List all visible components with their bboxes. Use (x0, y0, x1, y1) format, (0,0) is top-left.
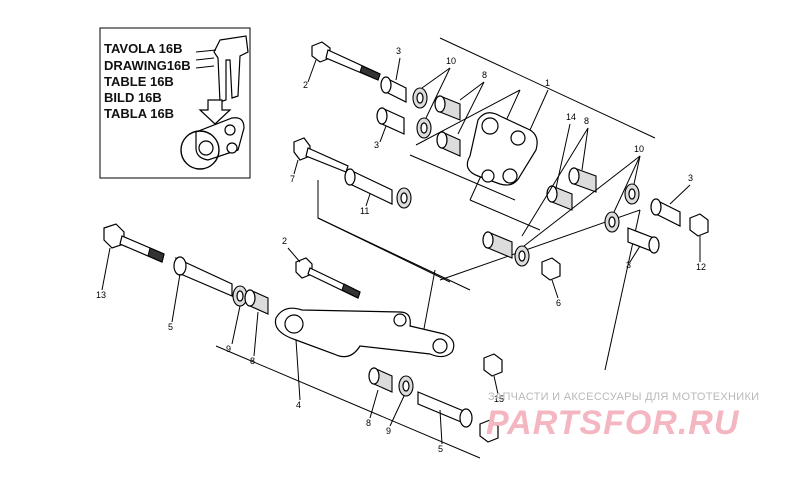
bearing-10-right-b (604, 211, 620, 233)
inset-reference-box: TAVOLA 16B DRAWING16B TABLE 16B BILD 16B… (99, 27, 251, 179)
inset-linkage-sketch (180, 117, 245, 170)
callout-3-right-low: 3 (626, 260, 631, 270)
spacer-5-lower (417, 391, 473, 428)
inset-line-1: TAVOLA 16B (104, 41, 183, 56)
bearing-10-top-a (412, 87, 428, 109)
bushing-14 (546, 185, 573, 211)
nut-lower (479, 419, 499, 443)
spacer-3-right-b (627, 227, 660, 254)
rocker-arm-1 (466, 112, 538, 186)
spacer-3-mid (376, 107, 405, 135)
link-rod-4 (274, 307, 455, 358)
bearing-9-lower (398, 375, 414, 397)
bushing-8-left (244, 289, 269, 315)
callout-12: 12 (696, 262, 706, 272)
callout-4: 4 (296, 400, 301, 410)
watermark-brand: PARTSFOR.RU (486, 404, 740, 442)
nut-6 (541, 257, 561, 281)
watermark: ЗАПЧАСТИ И АКСЕССУАРЫ ДЛЯ МОТОТЕХНИКИ PA… (486, 391, 759, 442)
bearing-10-top-b (416, 117, 432, 139)
bolt-13 (103, 223, 165, 263)
nut-15 (483, 353, 503, 377)
callout-10-right: 10 (634, 144, 644, 154)
callout-10-top: 10 (446, 56, 456, 66)
callout-8-top: 8 (482, 70, 487, 80)
bolt-2-lower (295, 257, 361, 299)
inset-swingarm-sketch (195, 35, 249, 103)
callout-8-lower: 8 (366, 418, 371, 428)
bearing-10-right-a (624, 183, 640, 205)
callout-3-top: 3 (396, 46, 401, 56)
callout-11: 11 (360, 206, 369, 216)
bushing-8-lower (368, 367, 393, 393)
spacer-5-left (173, 256, 233, 297)
callout-1: 1 (545, 78, 550, 88)
callout-2-top: 2 (303, 80, 308, 90)
callout-5-lower: 5 (438, 444, 443, 454)
inset-line-3: TABLE 16B (104, 74, 174, 89)
inset-arrow-icon (198, 99, 232, 125)
callout-14: 14 (566, 112, 576, 122)
callout-3-right-top: 3 (688, 173, 693, 183)
callout-13: 13 (96, 290, 106, 300)
spacer-11 (344, 168, 393, 205)
bushing-8-right-b (482, 231, 513, 259)
callout-7: 7 (290, 174, 295, 184)
callout-9-left: 9 (226, 344, 231, 354)
callouts: 1 2 2 3 3 3 3 4 5 5 6 7 8 8 (96, 46, 706, 454)
nut-12 (689, 213, 709, 237)
bolt-2-top (311, 41, 381, 81)
callout-6: 6 (556, 298, 561, 308)
bolt-7 (293, 137, 349, 173)
callout-8-right: 8 (584, 116, 589, 126)
callout-8-left: 8 (250, 356, 255, 366)
spacer-3-right-a (650, 198, 681, 227)
callout-3-mid: 3 (374, 140, 379, 150)
bushing-8-top-b (436, 131, 461, 157)
callout-5-left: 5 (168, 322, 173, 332)
bushing-8-top-a (434, 95, 461, 121)
bushing-8-right-a (568, 167, 597, 193)
callout-9-lower: 9 (386, 426, 391, 436)
callout-2-lower: 2 (282, 236, 287, 246)
inset-line-5: TABLA 16B (104, 106, 174, 121)
inset-line-2: DRAWING16B (104, 58, 191, 73)
callout-15: 15 (494, 394, 504, 404)
watermark-subtitle: ЗАПЧАСТИ И АКСЕССУАРЫ ДЛЯ МОТОТЕХНИКИ (488, 391, 759, 403)
spacer-3-top (380, 76, 407, 103)
bearing-10-right-c (514, 245, 530, 267)
bearing-7-nut (396, 187, 412, 209)
inset-line-4: BILD 16B (104, 90, 162, 105)
